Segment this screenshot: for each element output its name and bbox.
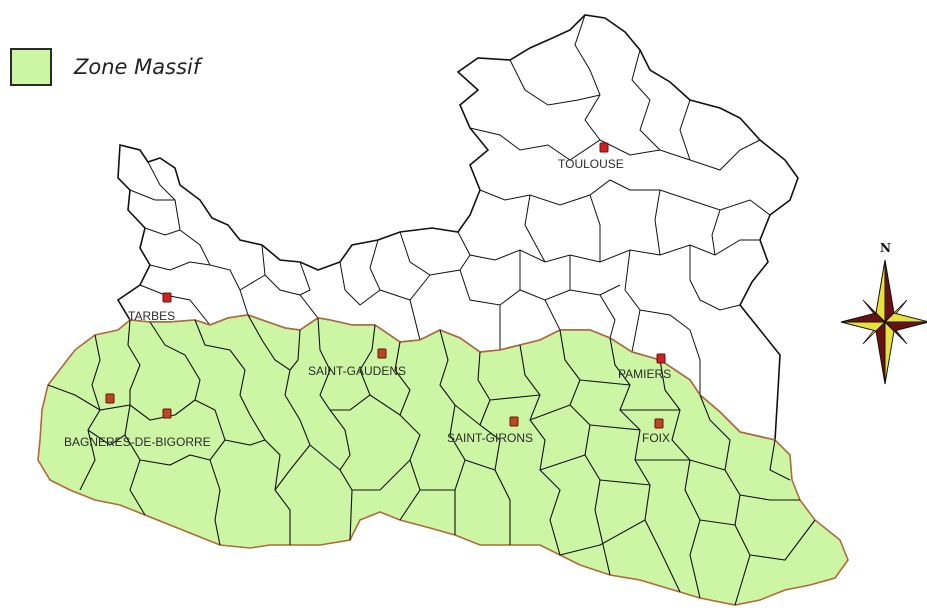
saint-girons-marker [509, 416, 519, 427]
northern-region [116, 14, 799, 441]
tarbes-marker [162, 292, 172, 303]
legend: Zone Massif [10, 48, 200, 86]
compass-rose-icon: N [840, 241, 927, 385]
label-saint-gaudens: SAINT-GAUDENS [308, 364, 406, 378]
legend-label: Zone Massif [74, 55, 201, 79]
toulouse-marker [599, 142, 609, 153]
label-saint-girons: SAINT-GIRONS [447, 431, 533, 445]
label-pamiers: PAMIERS [618, 367, 671, 381]
city-labels: TOULOUSE TARBES SAINT-GAUDENS PAMIERS BA… [64, 157, 671, 449]
bagneres-marker [162, 408, 172, 419]
lourdes-marker [105, 393, 115, 404]
label-foix: FOIX [642, 431, 670, 445]
saint-gaudens-marker [377, 348, 387, 359]
label-bagneres: BAGNERES-DE-BIGORRE [64, 435, 211, 449]
city-markers [105, 142, 666, 429]
label-toulouse: TOULOUSE [558, 157, 624, 171]
foix-marker [654, 418, 664, 429]
pamiers-marker [656, 353, 666, 364]
massif-zone [37, 314, 849, 606]
label-tarbes: TARBES [128, 309, 175, 323]
compass-north-label: N [880, 241, 891, 255]
legend-swatch [10, 48, 52, 86]
